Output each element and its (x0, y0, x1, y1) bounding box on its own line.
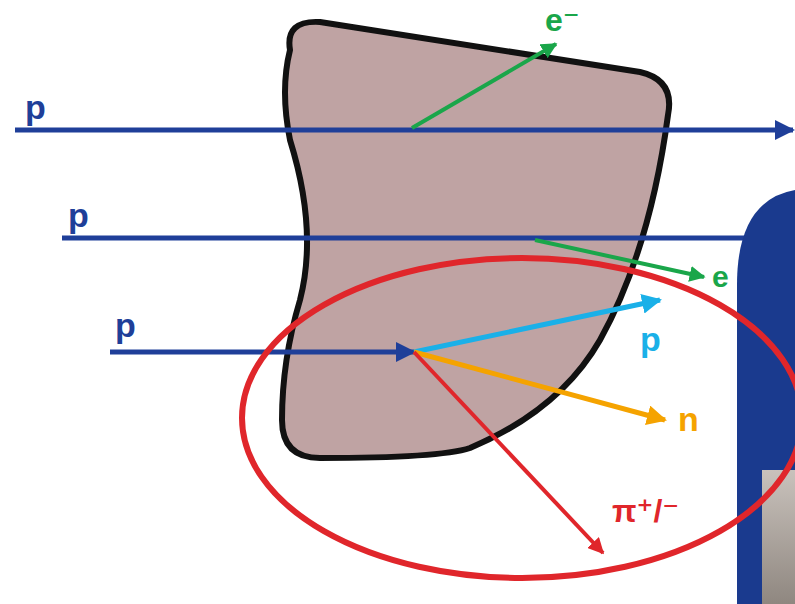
photo-inset (762, 470, 795, 604)
proton-track (414, 300, 660, 352)
neutron-track (414, 352, 665, 420)
particle-label: p (115, 308, 136, 342)
side-panel (737, 190, 795, 604)
particle-label: π⁺/⁻ (612, 495, 679, 527)
particle-label: p (25, 90, 46, 124)
proton-beam (62, 236, 790, 241)
pion-track (414, 352, 603, 553)
particle-label: e⁻ (545, 4, 580, 36)
proton-beam (15, 128, 793, 133)
particle-label: p (640, 322, 661, 356)
particle-label: p (68, 198, 89, 232)
highlight-ellipse (242, 258, 795, 578)
electron-track (412, 44, 556, 128)
particle-label: n (678, 402, 699, 436)
particle-label: e (712, 262, 729, 292)
